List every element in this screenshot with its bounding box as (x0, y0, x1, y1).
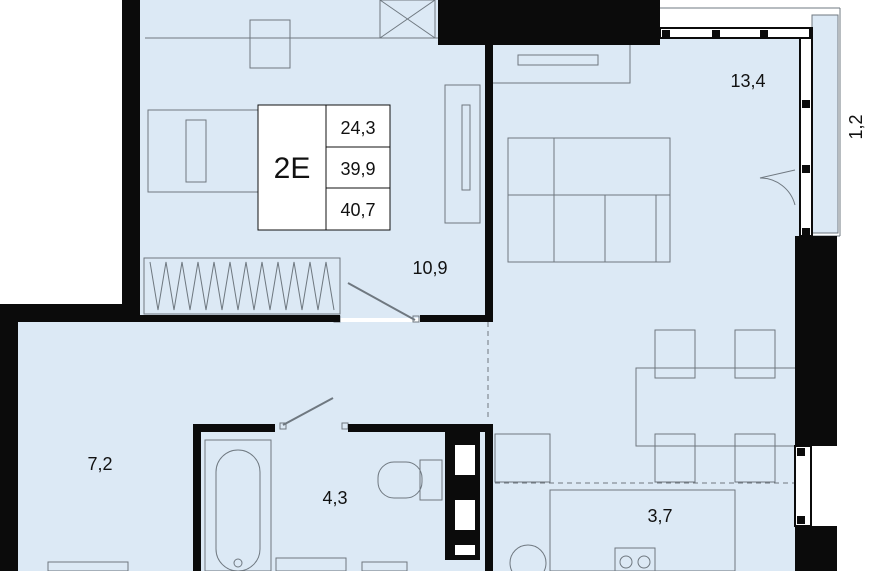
unit-badge-box (257, 104, 391, 231)
bed-pillow (185, 119, 207, 183)
unit-badge: 2E 24,3 39,9 40,7 (257, 104, 391, 231)
side-window-post-2 (797, 516, 805, 524)
sink-bowl (509, 544, 547, 571)
top-window-post-2 (712, 30, 720, 38)
ventilation-shaft (379, 0, 436, 39)
window-post-3 (802, 165, 810, 173)
living-kitchen-area: 13,4 (730, 71, 765, 91)
room-labels: 10,9 13,4 1,2 7,2 4,3 3,7 (87, 71, 866, 526)
tv (517, 54, 599, 66)
door-hinge-3 (279, 422, 287, 430)
wall-left-upper (122, 0, 140, 318)
balcony-door-swing (759, 169, 796, 206)
bathroom-floor (200, 432, 445, 571)
hallway-area: 7,2 (87, 454, 112, 474)
fridge (494, 433, 551, 483)
riser-cell-2 (455, 500, 475, 530)
riser-cell-1 (455, 445, 475, 475)
wall-bath-left (193, 424, 201, 571)
living-floor (490, 35, 800, 571)
wall-bedroom-bottom-right (420, 315, 493, 322)
closet-hatching (149, 261, 335, 311)
top-window-frame (659, 27, 811, 39)
top-window-post-1 (662, 30, 670, 38)
wall-bath-right (485, 424, 493, 571)
shaft-cross-b (379, 0, 436, 39)
bath-drain (233, 558, 243, 568)
wall-right-lower (795, 236, 837, 446)
washer (361, 561, 408, 571)
kitchen-counter (549, 489, 736, 571)
kitchen-area: 3,7 (647, 506, 672, 526)
wall-bath-top-left (193, 424, 275, 432)
chair-3 (654, 433, 696, 483)
wall-bath-top-right (348, 424, 493, 432)
stove (614, 547, 656, 571)
window-post-2 (802, 100, 810, 108)
burner-1 (619, 555, 633, 569)
walls (0, 0, 837, 571)
bathroom-door-leaf (282, 397, 334, 426)
hallway-bench (47, 561, 129, 571)
toilet-tank (419, 459, 443, 501)
wall-left-lower (0, 304, 18, 571)
chair-4 (734, 433, 776, 483)
corridor-gap-floor (485, 300, 495, 440)
toilet-bowl (377, 461, 423, 499)
total-area: 39,9 (340, 159, 375, 179)
vanity (275, 557, 347, 571)
living-area: 24,3 (340, 118, 375, 138)
bathtub (204, 439, 272, 571)
side-window-post-1 (797, 448, 805, 456)
closet (143, 257, 341, 315)
sofa-back (507, 137, 555, 263)
door-hinge-2 (412, 315, 420, 323)
wall-bedroom-right (485, 45, 493, 320)
bedroom-area: 10,9 (412, 258, 447, 278)
chair-1 (654, 329, 696, 379)
balcony-floor (812, 15, 838, 233)
wall-top-right-block (438, 0, 660, 45)
burner-2 (637, 555, 651, 569)
sofa-arm (655, 194, 671, 263)
balcony-area: 1,2 (846, 114, 866, 139)
floor-fills (18, 0, 838, 571)
riser-cell-3 (455, 545, 475, 555)
wall-bedroom-bottom-left (140, 315, 340, 322)
bathtub-inner (215, 449, 261, 571)
bathroom-area: 4,3 (322, 488, 347, 508)
total-area-with-balcony: 40,7 (340, 200, 375, 220)
balcony-window-frame (799, 27, 813, 237)
side-window-frame (794, 445, 812, 527)
tv-stand (461, 104, 471, 191)
wall-right-bottom (795, 526, 837, 571)
nightstand (249, 19, 291, 69)
chair-2 (734, 329, 776, 379)
unit-code: 2E (274, 152, 311, 185)
top-window-post-3 (760, 30, 768, 38)
wardrobe (444, 84, 481, 224)
window-post-4 (802, 228, 810, 236)
bedroom-door-leaf (347, 282, 416, 321)
wall-left-step (0, 304, 140, 322)
